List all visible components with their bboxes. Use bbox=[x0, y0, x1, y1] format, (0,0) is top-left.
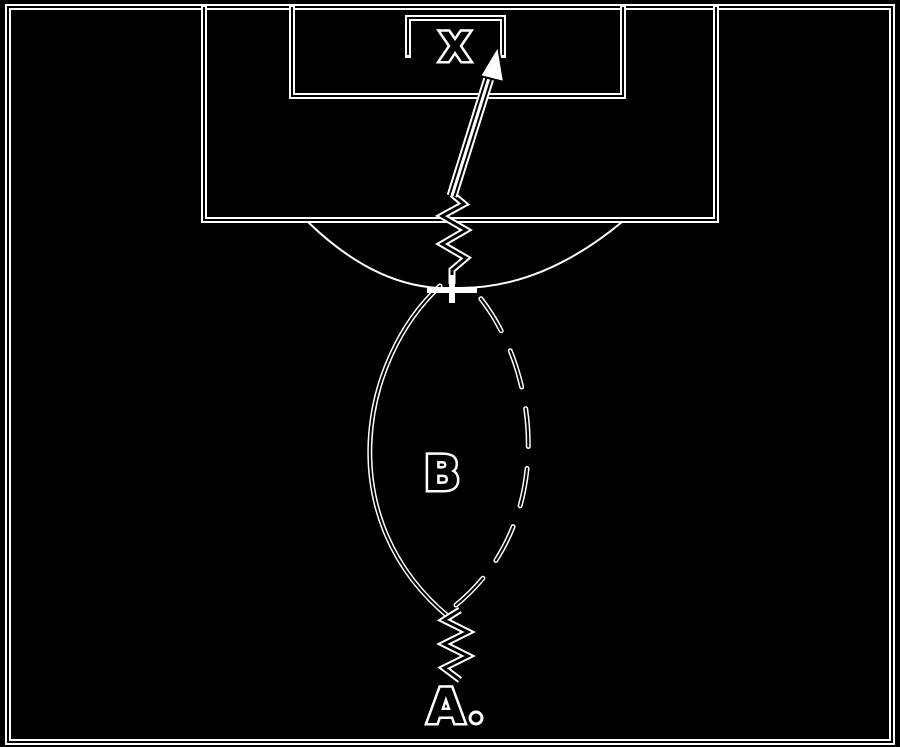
dribble-zigzag-a bbox=[436, 607, 476, 683]
player-a-label: A bbox=[427, 679, 464, 735]
arrow-head-icon bbox=[478, 43, 506, 84]
pitch-boundary bbox=[5, 4, 895, 745]
dribble-zigzag-b bbox=[434, 191, 473, 284]
player-b-run-left bbox=[367, 283, 453, 621]
target-label: X bbox=[440, 25, 471, 71]
shot-arrow bbox=[446, 43, 506, 198]
player-b-run-right bbox=[453, 283, 531, 608]
target-box bbox=[405, 15, 506, 58]
player-b-label: B bbox=[424, 446, 461, 502]
player-a-marker bbox=[468, 710, 484, 726]
penalty-area bbox=[201, 4, 719, 223]
goal-area bbox=[289, 4, 626, 99]
ball-marker bbox=[427, 275, 477, 303]
